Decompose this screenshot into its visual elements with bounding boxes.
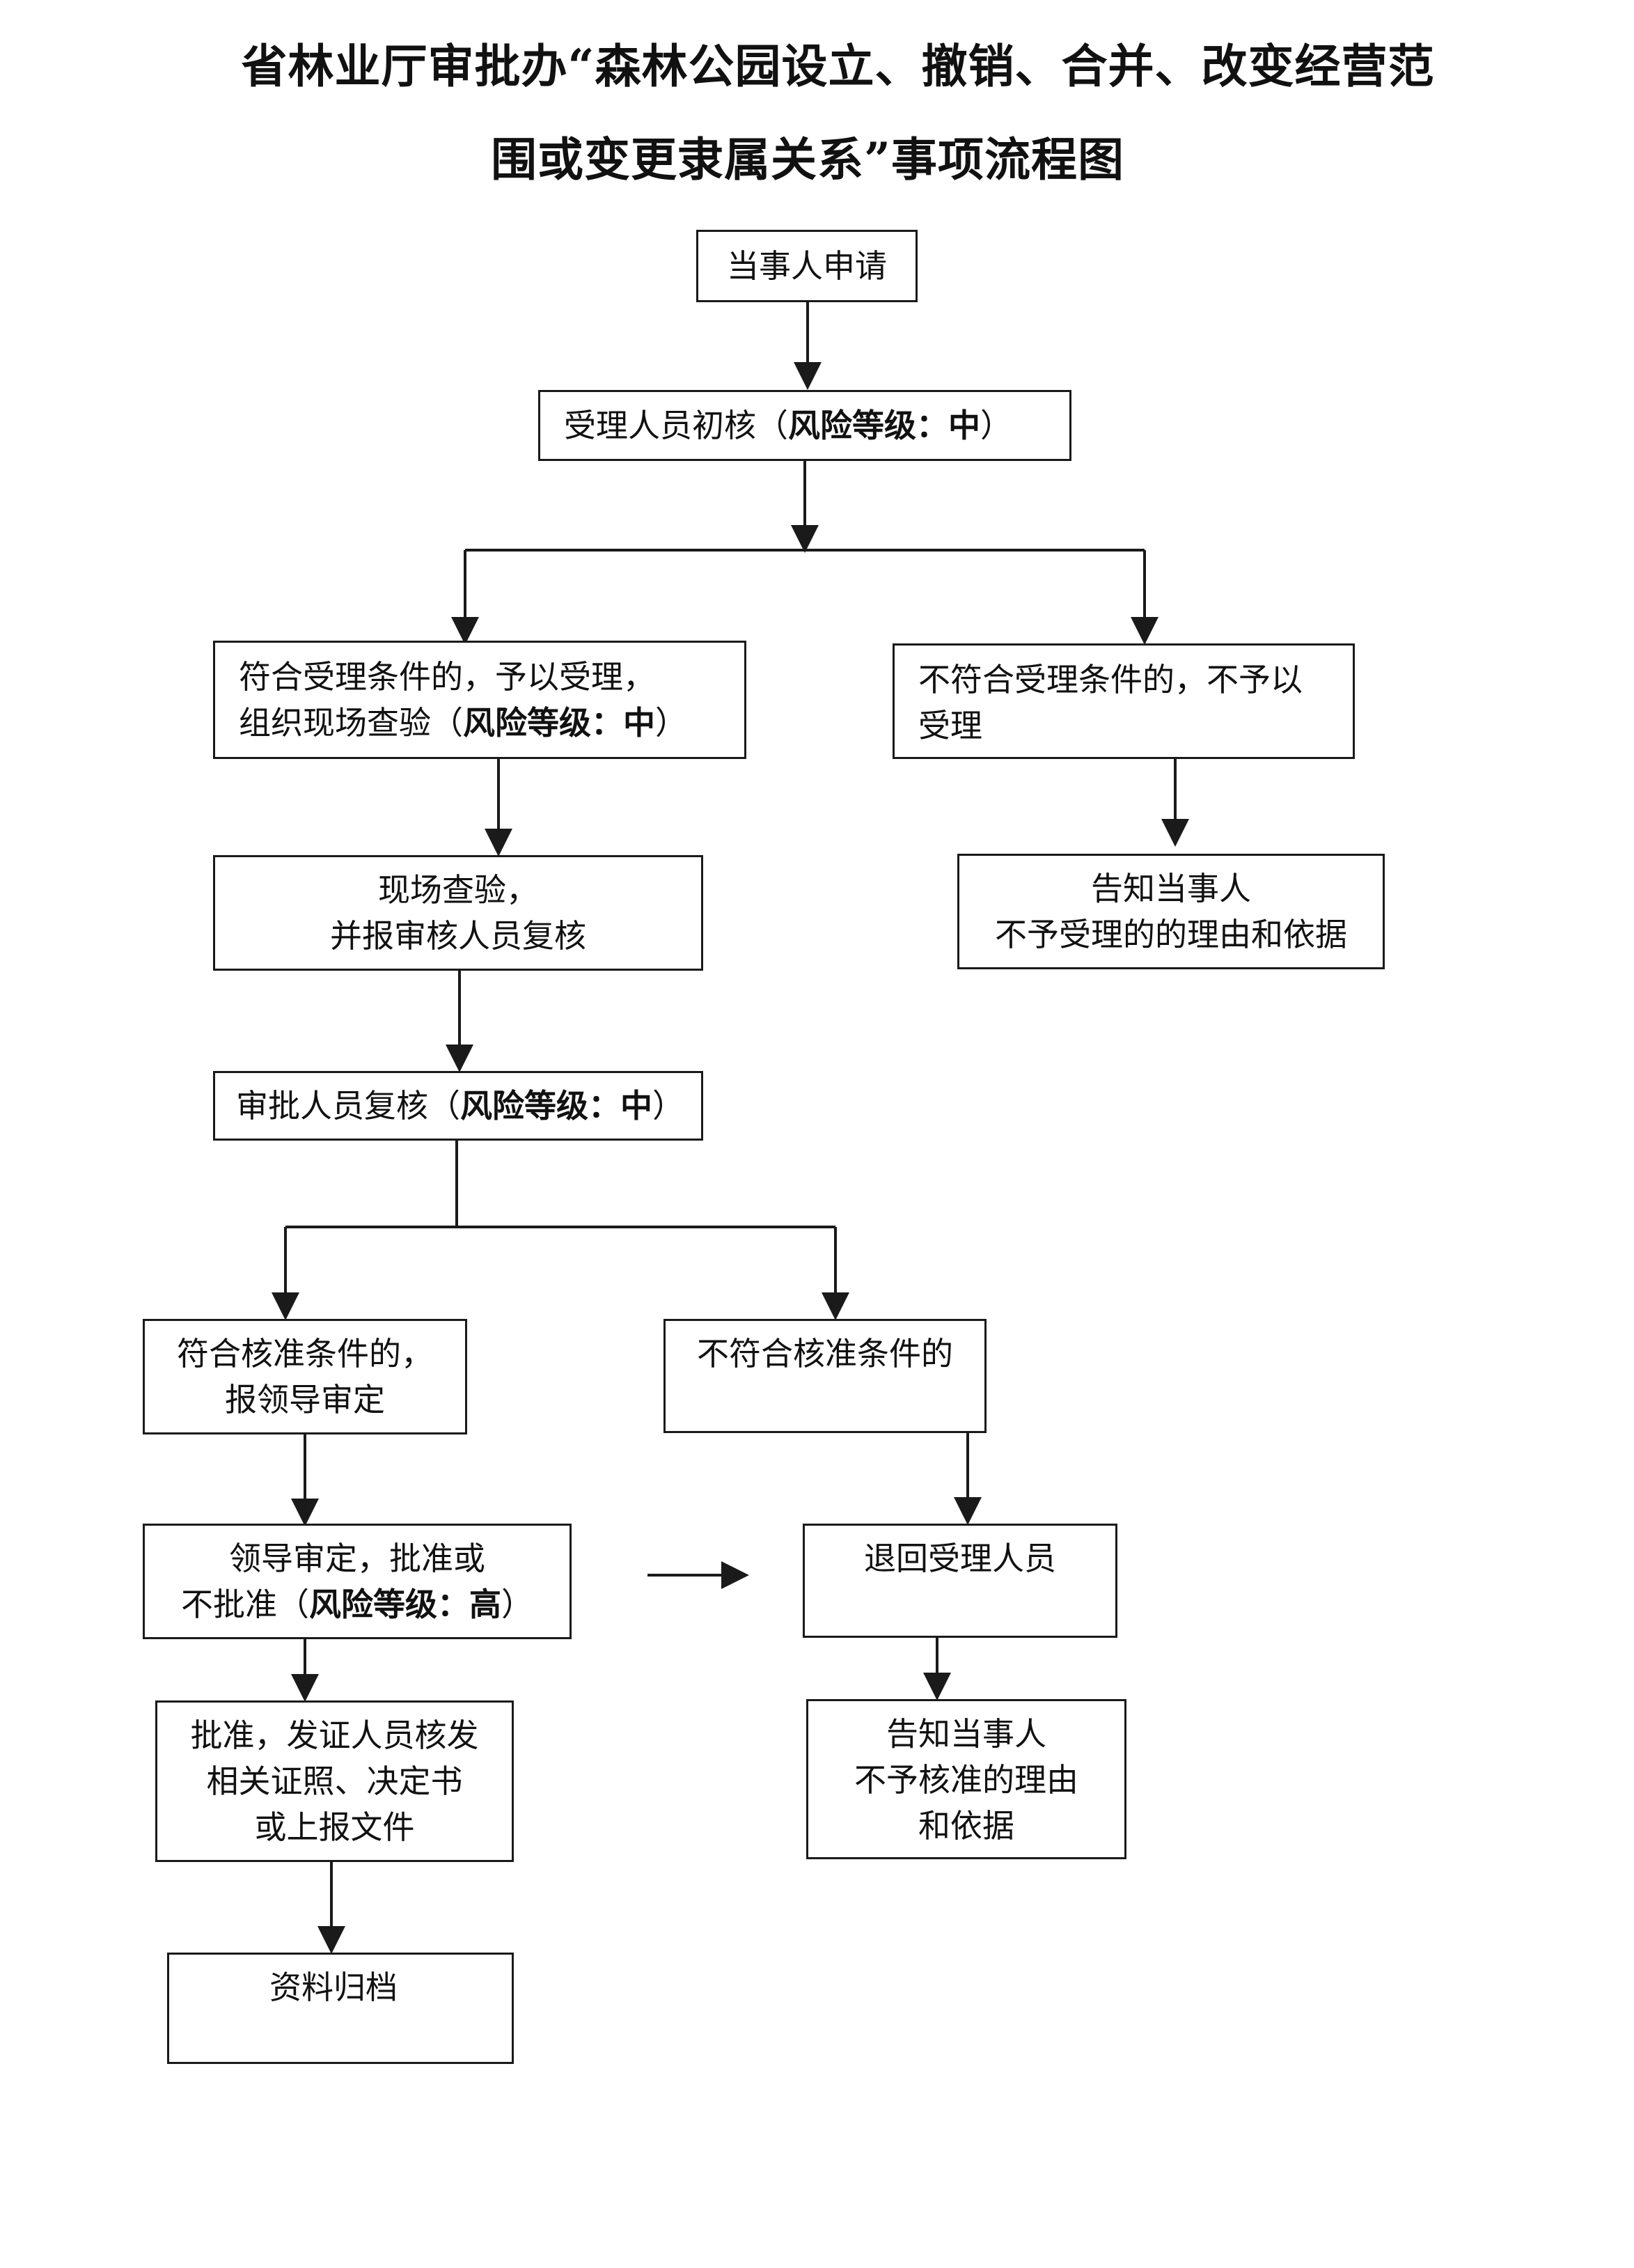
node-archive-line-1: 资料归档 <box>269 1969 398 2006</box>
node-approver-review-text: 审批人员复核（ <box>236 1087 460 1125</box>
risk-level-label: 风险等级：中 <box>463 704 655 742</box>
node-return-line-1: 退回受理人员 <box>864 1540 1056 1577</box>
node-accept-line-1: 符合受理条件的，予以受理， <box>239 658 655 696</box>
node-approver-review: 审批人员复核（风险等级：中） <box>213 1071 703 1141</box>
node-unqualified-line-1: 不符合核准条件的 <box>697 1335 953 1372</box>
node-initial-review-suffix: ） <box>980 407 1012 444</box>
node-return: 退回受理人员 <box>803 1524 1117 1638</box>
risk-level-label: 风险等级：中 <box>788 407 980 444</box>
node-inform-unqualified: 告知当事人 不予核准的理由 和依据 <box>806 1699 1126 1859</box>
node-archive: 资料归档 <box>167 1953 514 2064</box>
node-site-check-line-1: 现场查验， <box>378 871 538 909</box>
diagram-title-line-2: 围或变更隶属关系”事项流程图 <box>491 132 1124 187</box>
node-inform-reject-line-2: 不予受理的的理由和依据 <box>995 916 1347 953</box>
node-reject: 不符合受理条件的，不予以 受理 <box>893 643 1355 759</box>
node-reject-line-2: 受理 <box>918 707 982 744</box>
risk-level-label: 风险等级：中 <box>460 1087 652 1125</box>
node-initial-review: 受理人员初核（风险等级：中） <box>538 390 1071 461</box>
node-inform-reject-line-1: 告知当事人 <box>1091 870 1251 907</box>
node-leader-line-1: 领导审定，批准或 <box>229 1540 485 1577</box>
node-approve-line-1: 批准，发证人员核发 <box>190 1716 479 1754</box>
node-approver-review-suffix: ） <box>652 1087 684 1125</box>
node-site-check-line-2: 并报审核人员复核 <box>330 917 586 955</box>
node-leader-line-2: 不批准（风险等级：高） <box>145 1581 569 1627</box>
node-inform-unqualified-line-1: 告知当事人 <box>886 1715 1046 1753</box>
node-qualified: 符合核准条件的， 报领导审定 <box>143 1319 467 1434</box>
node-reject-line-1: 不符合受理条件的，不予以 <box>918 661 1303 698</box>
node-qualified-line-1: 符合核准条件的， <box>177 1335 433 1372</box>
node-accept-line-2-text: 组织现场查验（ <box>239 704 463 742</box>
node-apply: 当事人申请 <box>696 230 918 302</box>
node-accept-line-2: 组织现场查验（风险等级：中） <box>239 700 744 746</box>
node-approve-line-3: 或上报文件 <box>254 1808 415 1846</box>
diagram-title-line-1: 省林业厅审批办“森林公园设立、撤销、合并、改变经营范 <box>241 39 1435 93</box>
node-inform-unqualified-line-2: 不予核准的理由 <box>854 1761 1078 1799</box>
node-accept: 符合受理条件的，予以受理， 组织现场查验（风险等级：中） <box>213 641 746 759</box>
node-approve-line-2: 相关证照、决定书 <box>206 1762 463 1800</box>
node-unqualified: 不符合核准条件的 <box>663 1319 987 1433</box>
node-site-check: 现场查验， 并报审核人员复核 <box>213 855 703 971</box>
node-leader-line-2-text: 不批准（ <box>181 1586 309 1623</box>
node-initial-review-text: 受理人员初核（ <box>564 407 788 444</box>
node-approve: 批准，发证人员核发 相关证照、决定书 或上报文件 <box>155 1700 514 1862</box>
node-inform-unqualified-line-3: 和依据 <box>918 1807 1014 1845</box>
node-accept-line-2-suffix: ） <box>655 704 687 742</box>
risk-level-label: 风险等级：高 <box>309 1586 501 1623</box>
node-inform-reject: 告知当事人 不予受理的的理由和依据 <box>957 854 1385 969</box>
node-qualified-line-2: 报领导审定 <box>225 1381 385 1418</box>
node-apply-label: 当事人申请 <box>727 247 887 285</box>
node-leader-line-2-suffix: ） <box>501 1586 533 1623</box>
node-leader: 领导审定，批准或 不批准（风险等级：高） <box>143 1524 572 1639</box>
